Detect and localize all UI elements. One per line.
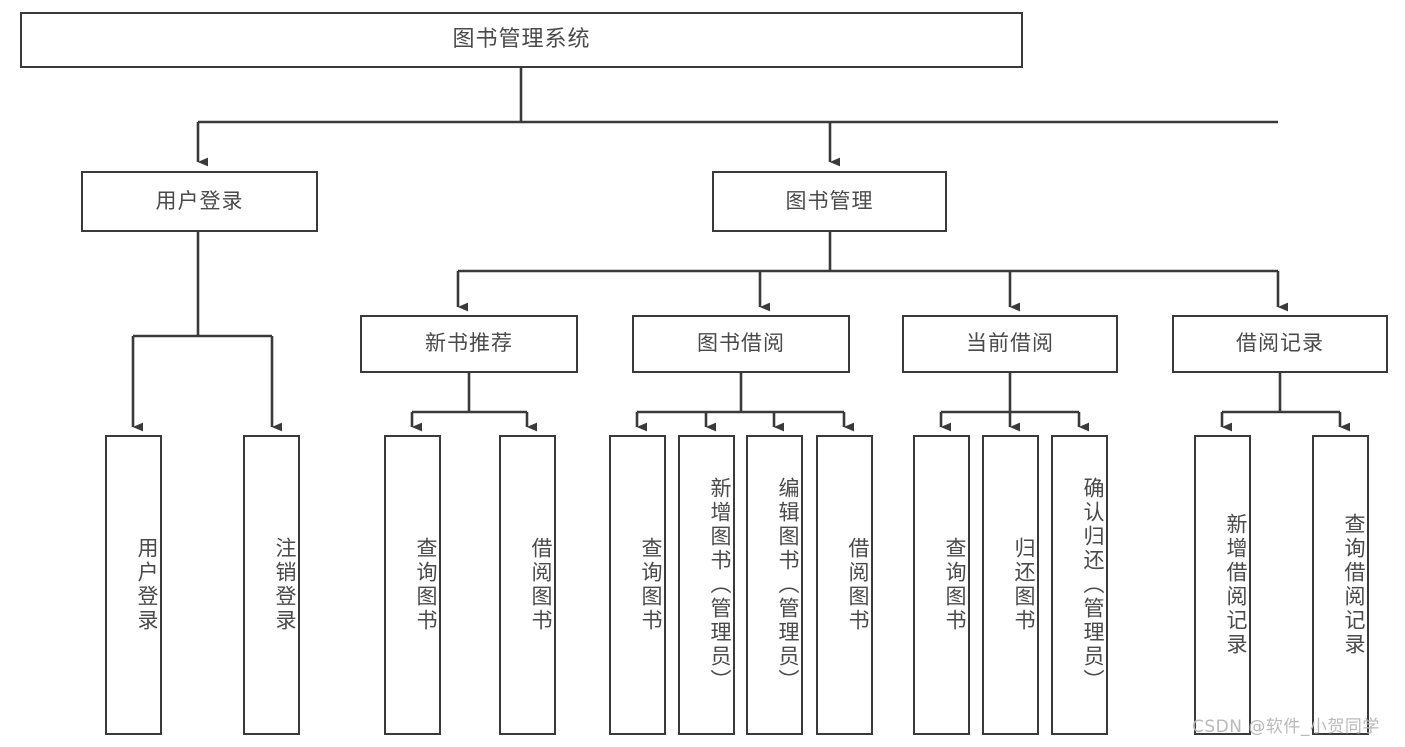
node-leaf-edit-book-admin[interactable]: 编辑图书（管理员）: [746, 435, 803, 735]
node-leaf-query-borrow-record[interactable]: 查询借阅记录: [1312, 435, 1369, 735]
node-label: 用户登录: [135, 537, 159, 633]
node-leaf-query-book-recommend[interactable]: 查询图书: [384, 435, 441, 735]
node-leaf-query-book-current[interactable]: 查询图书: [913, 435, 970, 735]
csdn-watermark: CSDN @软件_小贺同学: [1192, 717, 1380, 737]
node-label: 当前借阅: [966, 331, 1054, 356]
node-leaf-borrow-book-recommend[interactable]: 借阅图书: [499, 435, 556, 735]
node-label: 新增图书（管理员）: [708, 477, 732, 693]
node-label: 确认归还（管理员）: [1081, 477, 1105, 693]
node-label: 借阅图书: [529, 537, 553, 633]
node-label: 借阅记录: [1236, 331, 1324, 356]
node-label: 用户登录: [155, 188, 244, 213]
node-label: 查询借阅记录: [1342, 513, 1366, 657]
node-label: 图书借阅: [697, 331, 785, 356]
node-label: 新书推荐: [425, 331, 513, 356]
node-leaf-query-book-borrow[interactable]: 查询图书: [609, 435, 666, 735]
node-new-book-recommend[interactable]: 新书推荐: [360, 315, 578, 373]
node-label: 归还图书: [1012, 537, 1036, 633]
node-label: 编辑图书（管理员）: [776, 477, 800, 693]
node-label: 新增借阅记录: [1224, 513, 1248, 657]
node-leaf-add-book-admin[interactable]: 新增图书（管理员）: [678, 435, 735, 735]
node-root-system[interactable]: 图书管理系统: [20, 12, 1023, 68]
node-label: 借阅图书: [846, 537, 870, 633]
node-label: 注销登录: [273, 537, 297, 633]
node-label: 查询图书: [414, 537, 438, 633]
node-leaf-add-borrow-record[interactable]: 新增借阅记录: [1194, 435, 1251, 735]
node-label: 查询图书: [943, 537, 967, 633]
node-book-borrow[interactable]: 图书借阅: [632, 315, 850, 373]
node-leaf-borrow-book[interactable]: 借阅图书: [816, 435, 873, 735]
node-borrow-record[interactable]: 借阅记录: [1172, 315, 1388, 373]
node-leaf-confirm-return-admin[interactable]: 确认归还（管理员）: [1051, 435, 1108, 735]
node-current-borrow[interactable]: 当前借阅: [902, 315, 1118, 373]
node-leaf-user-login[interactable]: 用户登录: [105, 435, 162, 735]
node-label: 图书管理系统: [452, 26, 591, 52]
node-leaf-logout[interactable]: 注销登录: [243, 435, 300, 735]
node-label: 图书管理: [785, 188, 874, 213]
node-label: 查询图书: [639, 537, 663, 633]
node-leaf-return-book[interactable]: 归还图书: [982, 435, 1039, 735]
node-book-management-group[interactable]: 图书管理: [712, 171, 947, 232]
node-user-login-group[interactable]: 用户登录: [81, 171, 318, 232]
